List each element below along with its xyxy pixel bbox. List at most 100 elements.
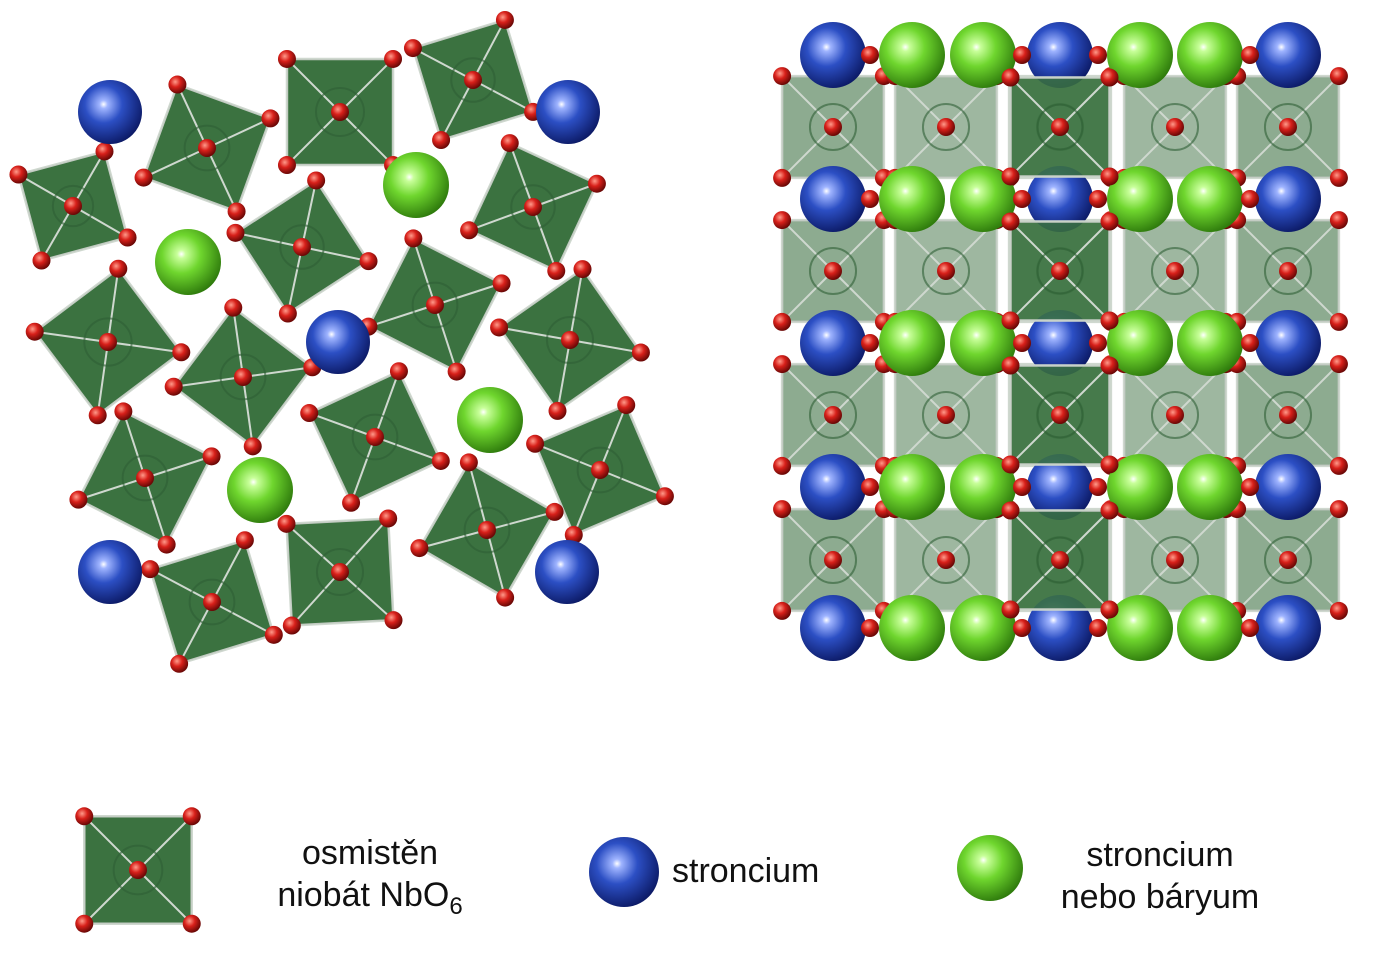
strontium-or-barium-atom bbox=[879, 166, 945, 232]
octahedron-bond bbox=[434, 304, 458, 372]
oxygen-atom bbox=[587, 174, 606, 193]
oxygen-atom bbox=[524, 198, 542, 216]
octahedron-bond bbox=[107, 341, 182, 354]
oxygen-atom bbox=[495, 10, 514, 29]
octahedron-bond bbox=[1287, 363, 1340, 416]
octahedron-bond bbox=[1287, 559, 1340, 612]
strontium-or-barium-atom bbox=[1107, 595, 1173, 661]
oxygen-atom bbox=[95, 142, 114, 161]
strontium-or-barium-atom bbox=[950, 454, 1016, 520]
octahedron-inner-ring bbox=[83, 317, 133, 367]
oxygen-atom bbox=[1001, 212, 1020, 231]
nbo6-octahedron bbox=[1001, 356, 1119, 474]
oxygen-atom bbox=[331, 103, 349, 121]
oxygen-atom bbox=[1166, 262, 1184, 280]
oxygen-atom bbox=[1051, 551, 1069, 569]
octahedron-bond bbox=[1287, 75, 1340, 128]
nbo6-octahedron bbox=[1228, 500, 1348, 620]
octahedron-bond bbox=[40, 205, 74, 262]
octahedron-bond bbox=[211, 601, 275, 636]
octahedron-bond bbox=[242, 376, 254, 447]
octahedron-bond bbox=[1236, 508, 1289, 561]
nbo6-octahedron bbox=[773, 500, 893, 620]
oxygen-atom bbox=[277, 156, 296, 175]
octahedron-inner-ring bbox=[463, 506, 511, 554]
nbo6-octahedron bbox=[164, 298, 322, 456]
nbo6-octahedron bbox=[773, 211, 893, 331]
oxygen-atom bbox=[243, 437, 262, 456]
octahedron-bond bbox=[781, 363, 834, 416]
octahedron-inner-ring bbox=[315, 547, 365, 597]
octahedron-bond bbox=[1287, 508, 1340, 561]
oxygen-atom bbox=[1089, 334, 1107, 352]
layered-structure-side-view bbox=[773, 22, 1348, 661]
oxygen-atom bbox=[526, 434, 545, 453]
oxygen-atom bbox=[69, 490, 88, 509]
octahedron-inner-ring bbox=[183, 124, 231, 172]
octahedron-inner-ring bbox=[1150, 535, 1200, 585]
octahedron-bond bbox=[301, 180, 318, 248]
oxygen-atom bbox=[1100, 68, 1119, 87]
nbo6-octahedron bbox=[403, 10, 543, 150]
oxygen-atom bbox=[75, 807, 94, 826]
oxygen-atom bbox=[478, 521, 496, 539]
octahedron-bond bbox=[1236, 559, 1289, 612]
oxygen-atom bbox=[1329, 67, 1348, 86]
oxygen-atom bbox=[1166, 118, 1184, 136]
legend-octahedron-label: osmistěn niobát NbO6 bbox=[250, 832, 490, 928]
oxygen-atom bbox=[1329, 601, 1348, 620]
octahedron-bond bbox=[1236, 363, 1289, 416]
legend-octahedron-subscript: 6 bbox=[449, 893, 463, 920]
strontium-atom bbox=[78, 80, 142, 144]
nbo6-octahedron bbox=[277, 509, 403, 635]
strontium-atom bbox=[800, 595, 866, 661]
oxygen-atom bbox=[264, 625, 283, 644]
oxygen-atom bbox=[141, 560, 160, 579]
octahedron-bond bbox=[1009, 126, 1061, 178]
octahedron-bond bbox=[72, 205, 129, 239]
strontium-or-barium-atom bbox=[957, 835, 1023, 901]
octahedron-bond bbox=[339, 571, 395, 621]
octahedron-bond bbox=[107, 268, 120, 343]
nbo6-octahedron bbox=[773, 67, 893, 187]
octahedron-bond bbox=[17, 173, 74, 207]
octahedron-bond bbox=[78, 477, 146, 501]
oxygen-atom bbox=[342, 493, 361, 512]
oxygen-atom bbox=[300, 404, 319, 423]
octahedron-inner-ring bbox=[1036, 103, 1084, 151]
oxygen-atom bbox=[224, 298, 243, 317]
octahedron-bond bbox=[1009, 559, 1061, 611]
octahedron-bond bbox=[1236, 414, 1289, 467]
oxygen-atom bbox=[1001, 68, 1020, 87]
strontium-or-barium-atom bbox=[383, 152, 449, 218]
nbo6-octahedron bbox=[526, 396, 674, 544]
oxygen-atom bbox=[1001, 167, 1020, 186]
oxygen-atom bbox=[118, 228, 137, 247]
octahedron-bond bbox=[1059, 76, 1111, 128]
octahedron-bond bbox=[832, 414, 885, 467]
octahedron-inner-ring bbox=[545, 315, 595, 365]
strontium-or-barium-atom bbox=[1177, 166, 1243, 232]
octahedron-inner-ring bbox=[188, 578, 236, 626]
oxygen-atom bbox=[773, 355, 792, 374]
octahedron-bond bbox=[472, 79, 534, 113]
strontium-or-barium-atom bbox=[1107, 166, 1173, 232]
oxygen-atom bbox=[459, 453, 478, 472]
octahedron-bond bbox=[339, 58, 394, 113]
oxygen-atom bbox=[937, 262, 955, 280]
legend-strontium-barium-label: stroncium nebo báryum bbox=[1030, 834, 1290, 918]
octahedron-bond bbox=[1236, 75, 1289, 128]
octahedron-bond bbox=[374, 370, 400, 438]
octahedron-bond bbox=[532, 182, 598, 208]
strontium-or-barium-atom bbox=[457, 387, 523, 453]
octahedron-bond bbox=[781, 270, 834, 323]
oxygen-atom bbox=[277, 514, 296, 533]
strontium-atom bbox=[536, 80, 600, 144]
octahedron-bond bbox=[599, 469, 666, 498]
strontium-atom bbox=[1027, 454, 1093, 520]
octahedron-bond bbox=[781, 414, 834, 467]
oxygen-atom bbox=[655, 487, 674, 506]
octahedron-bond bbox=[781, 508, 834, 561]
oxygen-atom bbox=[1089, 478, 1107, 496]
